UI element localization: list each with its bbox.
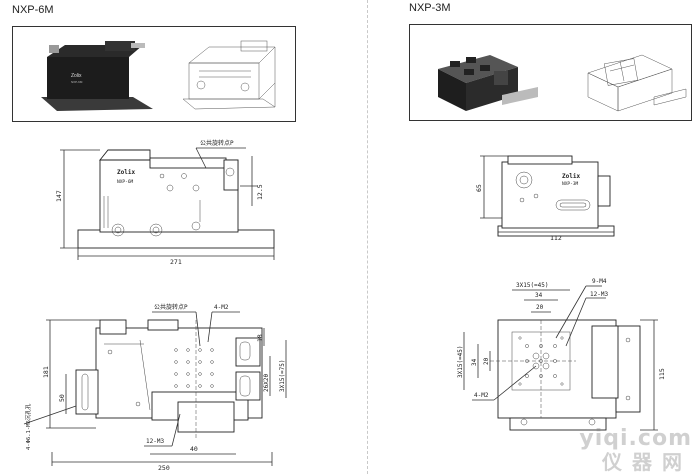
nxp-3m-h115-dim: 115: [658, 368, 666, 380]
right-section-title: NXP-3M: [409, 2, 451, 14]
nxp-6m-hole-grid: [174, 348, 214, 388]
svg-text:NXP-6M: NXP-6M: [71, 80, 83, 84]
nxp-6m-h26-dim: 26X2θ: [263, 374, 270, 392]
nxp-3m-v45-dim: 3X15(=45): [457, 345, 464, 378]
nxp-3m-front-view: Zolix NXP-3M 65 112: [475, 155, 615, 242]
nxp-6m-d50-dim: 50: [58, 394, 66, 402]
nxp-3m-product-photo: [409, 24, 692, 121]
nxp-3m-plan-view: 3X15(=45) 34 20 9-M4 12-M3 3X15(=45) 34 …: [457, 278, 666, 431]
nxp-6m-grid-dim: 3X15(=75): [279, 359, 286, 392]
nxp-6m-w40-dim: 40: [190, 445, 198, 453]
nxp-3m-width-dim: 112: [550, 234, 562, 242]
left-section-title: NXP-6M: [12, 4, 54, 16]
watermark: yiqi.com 仪器网: [579, 426, 692, 474]
nxp-6m-width-dim: 271: [170, 258, 182, 266]
nxp-6m-front-view: Zolix NXP-6M 公共旋转点P 147 271 12.5: [55, 139, 275, 266]
nxp-6m-brand-label: Zolix: [117, 169, 135, 176]
nxp-3m-m2-label: 4-M2: [474, 392, 489, 399]
nxp-6m-d18-dim: 18: [256, 334, 264, 342]
nxp-3m-m4-label: 9-M4: [592, 278, 607, 285]
nxp-6m-depth-dim: 181: [42, 366, 50, 378]
nxp-6m-height-dim: 147: [55, 190, 63, 202]
nxp-6m-offset-dim: 12.5: [256, 184, 264, 200]
nxp-3m-top-grid-dim: 3X15(=45): [516, 282, 549, 289]
nxp-6m-slot-label: 4-Φ6.1-M6沉孔孔: [24, 403, 32, 450]
section-divider: [367, 0, 368, 474]
nxp-3m-model-label: NXP-3M: [562, 181, 579, 187]
nxp-3m-brand-label: Zolix: [562, 173, 580, 180]
nxp-6m-plan-pivot-label: 公共旋转点P: [154, 303, 188, 311]
watermark-line2: 仪器网: [602, 450, 692, 474]
nxp-3m-height-dim: 65: [475, 184, 483, 192]
nxp-3m-m3-label: 12-M3: [590, 291, 608, 298]
nxp-3m-w20-dim: 20: [536, 304, 544, 311]
nxp-3m-v34-dim: 34: [471, 358, 478, 366]
nxp-3m-w34-dim: 34: [535, 292, 543, 299]
watermark-line1: yiqi.com: [579, 426, 692, 451]
nxp-6m-w250-dim: 250: [158, 464, 170, 472]
nxp-6m-pivot-label: 公共旋转点P: [200, 139, 234, 147]
nxp-6m-product-photo: Zolix NXP-6M: [12, 26, 296, 122]
nxp-6m-m3-label: 12-M3: [146, 438, 164, 445]
nxp-6m-m2-label: 4-M2: [214, 304, 229, 311]
svg-text:Zolix: Zolix: [71, 73, 82, 79]
nxp-6m-plan-view: 公共旋转点P 4-M2 181 50 18 26X2θ 3X15(=75) 25…: [23, 303, 287, 472]
nxp-3m-hole-grid: [518, 336, 564, 386]
nxp-3m-v20-dim: 20: [483, 357, 490, 365]
nxp-6m-model-label: NXP-6M: [117, 179, 134, 185]
